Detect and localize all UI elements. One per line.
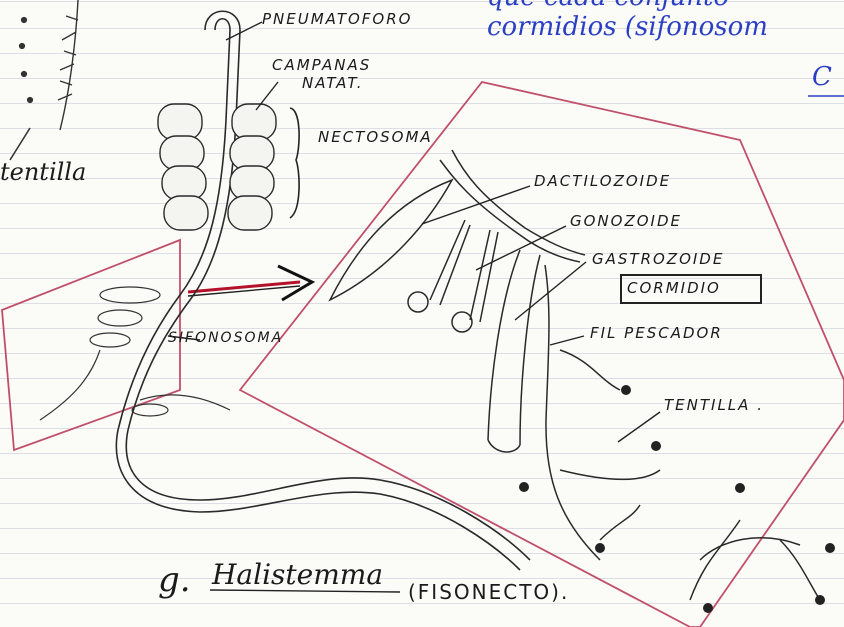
top-note-line1: que cada conjunto xyxy=(487,0,729,12)
label-leader-lines xyxy=(168,22,660,442)
top-note-line3: C xyxy=(812,62,832,92)
top-note-line2: cormidios (sifonosom xyxy=(487,12,768,42)
colony-stem xyxy=(116,11,530,570)
caption-group: (FISONECTO). xyxy=(408,580,569,604)
right-zoom-frame xyxy=(240,82,844,627)
label-sifonosoma: SIFONOSOMA xyxy=(168,330,283,346)
label-nectosoma: NECTOSOMA xyxy=(318,128,433,146)
left-tentilla-sketch xyxy=(10,0,78,160)
label-dactilozoide: DACTILOZOIDE xyxy=(534,172,671,190)
label-pneumatoforo: PNEUMATOFORO xyxy=(262,10,412,28)
label-gonozoide: GONOZOIDE xyxy=(570,212,682,230)
left-cormidium-sketch xyxy=(40,287,230,420)
left-zoom-frame xyxy=(2,240,180,450)
label-tentilla-right: TENTILLA . xyxy=(664,396,764,414)
label-gastrozoide: GASTROZOIDE xyxy=(592,250,724,268)
tentilla-knobs xyxy=(519,385,835,613)
caption-genus: Halistemma xyxy=(212,558,383,591)
nectosoma-brace xyxy=(290,108,299,218)
label-cormidio: CORMIDIO xyxy=(627,279,721,297)
caption-letter: g. xyxy=(158,560,191,600)
label-tentilla-left: tentilla xyxy=(0,158,86,186)
label-campanas: CAMPANAS xyxy=(272,56,371,74)
swimming-bells xyxy=(158,104,276,230)
label-natat: NATAT. xyxy=(302,74,364,92)
label-fil-pescador: FIL PESCADOR xyxy=(590,324,723,342)
